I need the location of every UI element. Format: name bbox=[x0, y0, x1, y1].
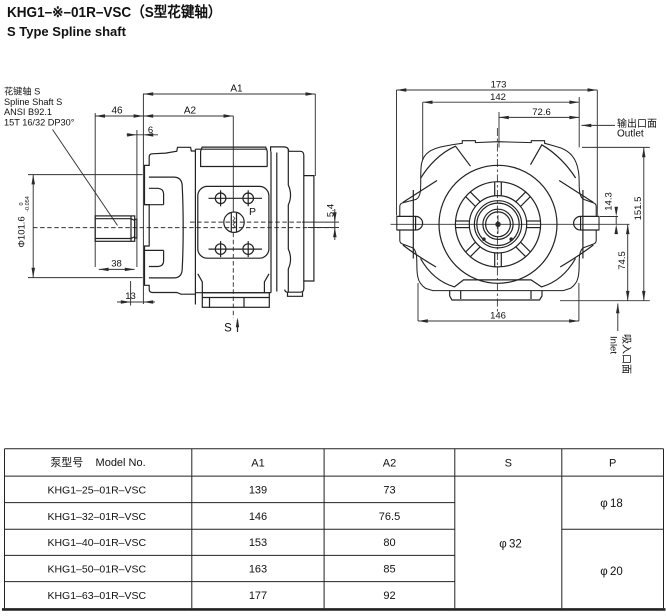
svg-text:φ 20: φ 20 bbox=[600, 566, 623, 578]
svg-text:92: 92 bbox=[383, 590, 395, 602]
svg-text:KHG1–※–01R–VSC（S型花键轴）: KHG1–※–01R–VSC（S型花键轴） bbox=[7, 4, 221, 21]
svg-text:0: 0 bbox=[19, 202, 25, 205]
svg-text:177: 177 bbox=[249, 590, 267, 602]
svg-text:花键轴 S: 花键轴 S bbox=[4, 86, 40, 97]
svg-text:KHG1–50–01R–VSC: KHG1–50–01R–VSC bbox=[47, 563, 146, 575]
svg-text:85: 85 bbox=[383, 563, 395, 575]
svg-text:74.5: 74.5 bbox=[617, 251, 628, 270]
svg-text:P: P bbox=[609, 458, 616, 470]
svg-text:173: 173 bbox=[491, 80, 507, 91]
svg-text:输出口面: 输出口面 bbox=[617, 117, 657, 130]
svg-text:5.4: 5.4 bbox=[326, 204, 337, 217]
svg-text:泵型号 Model No.: 泵型号 Model No. bbox=[50, 455, 145, 469]
svg-text:14.3: 14.3 bbox=[604, 192, 615, 211]
svg-text:φ 32: φ 32 bbox=[499, 539, 522, 551]
svg-text:P: P bbox=[249, 206, 256, 218]
svg-text:72.6: 72.6 bbox=[532, 107, 551, 118]
svg-text:46: 46 bbox=[111, 106, 123, 117]
svg-text:Φ101.6: Φ101.6 bbox=[17, 216, 28, 247]
svg-text:S: S bbox=[505, 458, 512, 470]
svg-text:142: 142 bbox=[490, 92, 506, 103]
svg-text:163: 163 bbox=[249, 563, 267, 575]
svg-text:Outlet: Outlet bbox=[617, 129, 644, 140]
svg-text:15T 16/32 DP30°: 15T 16/32 DP30° bbox=[4, 118, 75, 128]
svg-text:吸入口面: 吸入口面 bbox=[620, 334, 631, 374]
svg-text:Spline Shaft S: Spline Shaft S bbox=[4, 97, 62, 107]
svg-text:153: 153 bbox=[249, 537, 267, 549]
svg-text:ANSI B92.1: ANSI B92.1 bbox=[4, 107, 52, 117]
svg-text:146: 146 bbox=[490, 311, 506, 322]
svg-text:A2: A2 bbox=[383, 458, 396, 470]
svg-text:KHG1–40–01R–VSC: KHG1–40–01R–VSC bbox=[47, 537, 146, 549]
svg-text:A1: A1 bbox=[230, 84, 243, 95]
svg-text:76.5: 76.5 bbox=[379, 511, 400, 523]
svg-text:73: 73 bbox=[383, 484, 395, 496]
svg-text:A2: A2 bbox=[184, 106, 197, 117]
svg-text:-0.054: -0.054 bbox=[25, 196, 31, 212]
svg-text:6: 6 bbox=[148, 125, 153, 136]
svg-text:S Type Spline shaft: S Type Spline shaft bbox=[7, 24, 127, 39]
svg-text:80: 80 bbox=[383, 537, 395, 549]
svg-text:KHG1–63–01R–VSC: KHG1–63–01R–VSC bbox=[47, 590, 146, 602]
svg-text:Inlet: Inlet bbox=[608, 336, 619, 354]
svg-text:S: S bbox=[224, 323, 232, 335]
svg-text:KHG1–25–01R–VSC: KHG1–25–01R–VSC bbox=[47, 484, 146, 496]
svg-text:146: 146 bbox=[249, 511, 267, 523]
svg-text:KHG1–32–01R–VSC: KHG1–32–01R–VSC bbox=[47, 511, 146, 523]
svg-text:151.5: 151.5 bbox=[633, 197, 644, 221]
svg-text:139: 139 bbox=[249, 484, 267, 496]
svg-text:A1: A1 bbox=[251, 458, 264, 470]
svg-text:13: 13 bbox=[125, 291, 136, 302]
svg-text:φ 18: φ 18 bbox=[600, 498, 623, 510]
svg-text:38: 38 bbox=[111, 259, 122, 270]
